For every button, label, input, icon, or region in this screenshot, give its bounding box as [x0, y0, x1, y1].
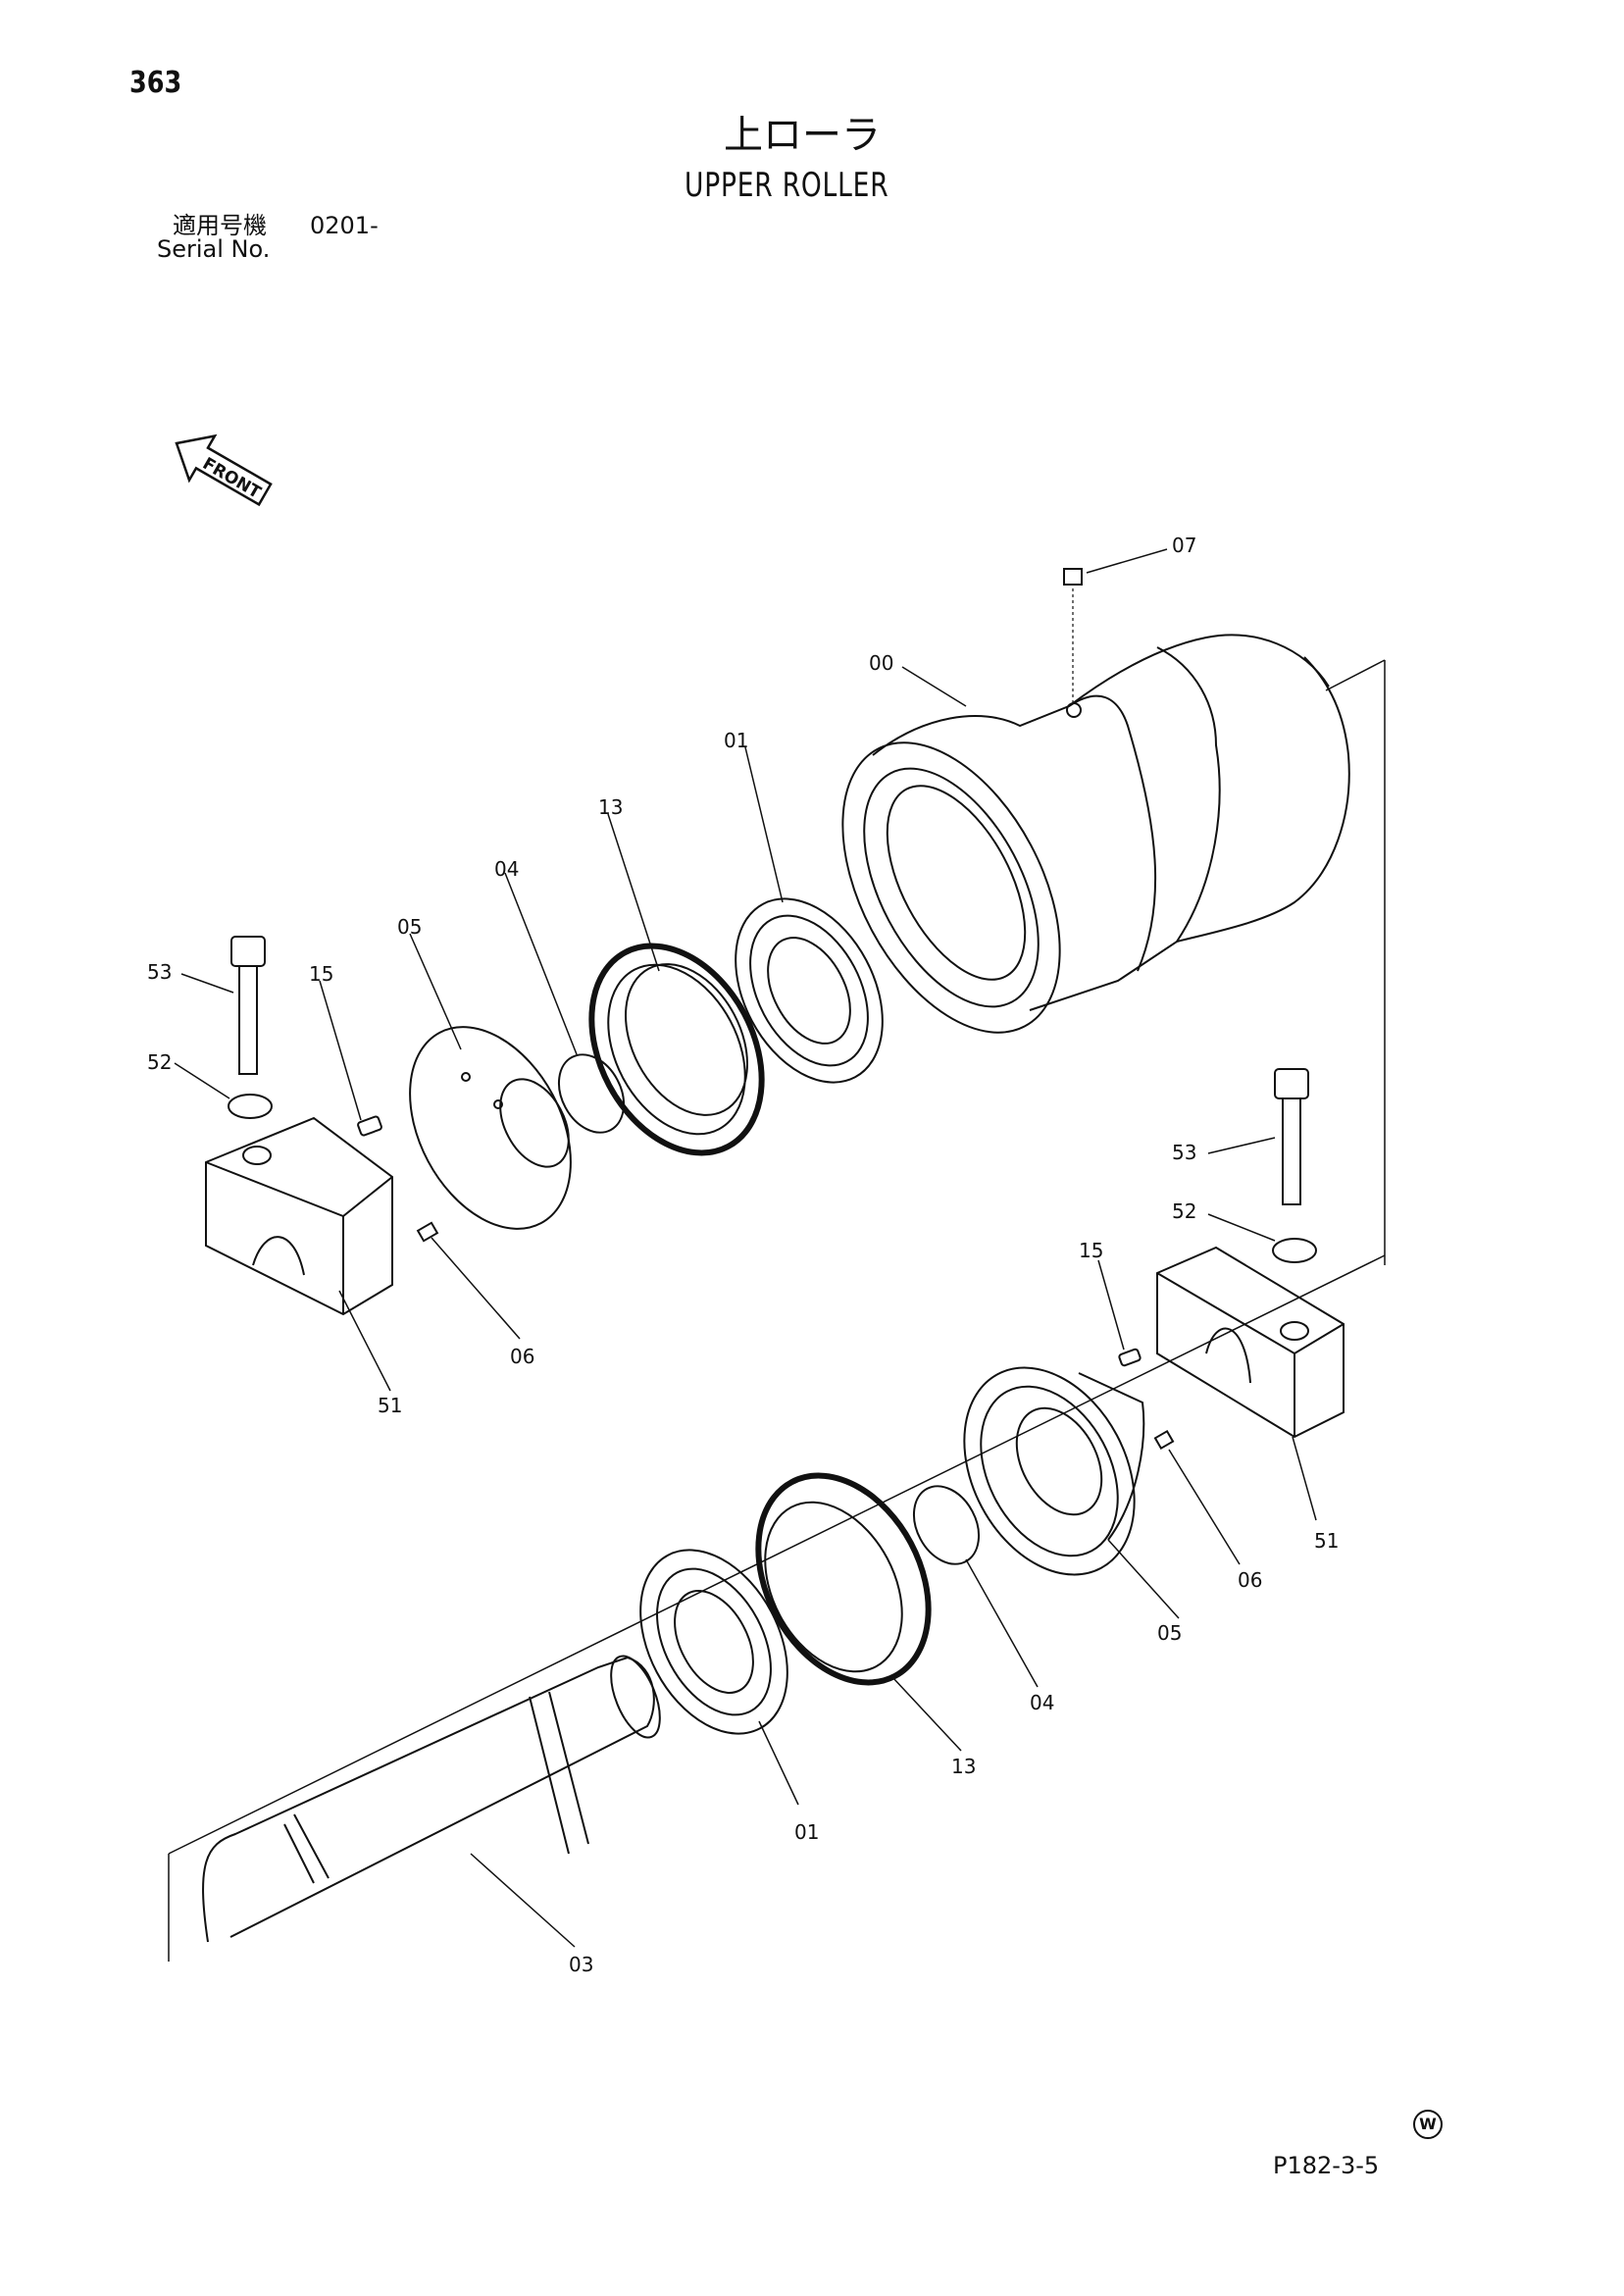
pin-upper [357, 1115, 382, 1137]
label-04-upper: 04 [494, 857, 519, 881]
serial-label-english: Serial No. [157, 235, 271, 263]
washer-upper [228, 1094, 273, 1119]
label-13-upper: 13 [598, 795, 623, 819]
label-01-lower: 01 [794, 1820, 819, 1844]
part-number-labels: 07 00 01 13 04 05 15 53 52 06 51 53 52 1… [147, 534, 1339, 1976]
bearing-upper [735, 897, 884, 1084]
serial-value: 0201- [310, 212, 379, 239]
block-upper [205, 1116, 393, 1316]
title-japanese: 上ローラ [724, 113, 881, 158]
w-mark-symbol: W [1413, 2110, 1443, 2139]
label-15-upper: 15 [309, 962, 333, 986]
label-01-upper: 01 [724, 729, 748, 752]
block-lower [1156, 1246, 1345, 1439]
label-06-upper: 06 [510, 1345, 534, 1368]
label-06-lower: 06 [1238, 1568, 1262, 1592]
label-07: 07 [1172, 534, 1196, 557]
label-05-upper: 05 [397, 915, 422, 939]
shaft [202, 1655, 661, 1943]
leader-lines [174, 548, 1317, 1948]
collar-upper [409, 1026, 572, 1230]
washer-lower [1272, 1238, 1317, 1263]
page-number: 363 [129, 66, 182, 100]
pin-lower [1118, 1348, 1142, 1367]
title-english: UPPER ROLLER [685, 166, 889, 205]
label-51-upper: 51 [378, 1394, 402, 1417]
label-53-lower: 53 [1172, 1141, 1196, 1164]
label-04-lower: 04 [1030, 1691, 1054, 1714]
label-13-lower: 13 [951, 1755, 976, 1778]
label-52-lower: 52 [1172, 1199, 1196, 1223]
roller-body [841, 634, 1350, 1034]
bolt-upper [230, 936, 266, 1075]
label-05-lower: 05 [1157, 1621, 1182, 1645]
bolt-lower [1274, 1068, 1309, 1205]
collar-lower [963, 1366, 1145, 1576]
o-ring-upper [557, 1053, 626, 1134]
o-ring-lower [912, 1485, 981, 1565]
label-00: 00 [869, 651, 893, 675]
frame-lines [168, 659, 1386, 1962]
screw-lower [1153, 1429, 1175, 1451]
serial-label-japanese: 適用号機 [173, 212, 267, 239]
plug-07 [1063, 568, 1083, 704]
screw-upper [416, 1221, 439, 1243]
front-arrow: FRONT [175, 434, 273, 507]
page-code: P182-3-5 [1273, 2152, 1380, 2179]
label-03: 03 [569, 1953, 593, 1976]
seal-upper [588, 943, 765, 1156]
label-51-lower: 51 [1314, 1529, 1339, 1553]
bearing-lower [639, 1549, 788, 1735]
label-53-upper: 53 [147, 960, 172, 984]
label-15-lower: 15 [1079, 1239, 1103, 1262]
seal-lower [755, 1472, 932, 1686]
label-52-upper: 52 [147, 1050, 172, 1074]
